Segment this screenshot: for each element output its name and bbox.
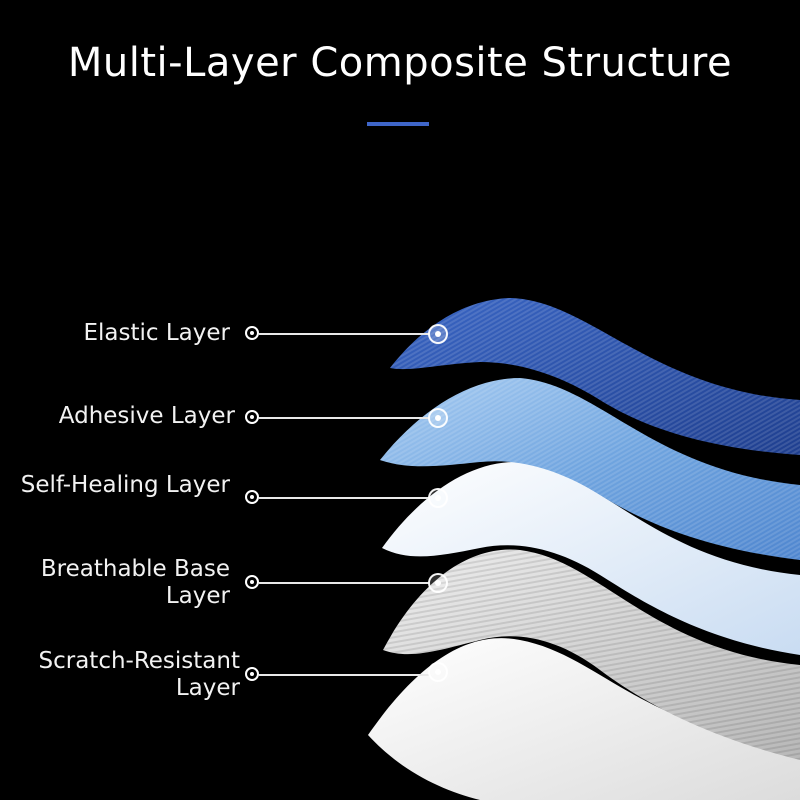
label-bullet-icon xyxy=(245,410,259,424)
page-title: Multi-Layer Composite Structure xyxy=(67,40,733,86)
label-bullet-icon xyxy=(245,490,259,504)
title-underline-accent xyxy=(367,122,429,126)
label-elastic-layer: Elastic Layer xyxy=(83,320,231,346)
leader-line xyxy=(259,582,429,584)
layer-marker-icon xyxy=(428,662,448,682)
leader-line xyxy=(259,417,429,419)
layer-marker-icon xyxy=(428,573,448,593)
label-self-healing-layer: Self-Healing Layer xyxy=(20,472,230,498)
label-bullet-icon xyxy=(245,667,259,681)
label-scratch-resistant-layer: Scratch-Resistant Layer xyxy=(38,648,241,701)
label-adhesive-layer: Adhesive Layer xyxy=(58,403,235,429)
layer-marker-icon xyxy=(428,324,448,344)
leader-line xyxy=(259,674,429,676)
label-breathable-base-layer: Breathable Base Layer xyxy=(40,556,230,609)
label-bullet-icon xyxy=(245,575,259,589)
leader-line xyxy=(259,333,429,335)
layer-scratch-resistant xyxy=(368,638,800,800)
layer-marker-icon xyxy=(428,488,448,508)
label-bullet-icon xyxy=(245,326,259,340)
layer-self-healing xyxy=(382,461,800,655)
layer-marker-icon xyxy=(428,408,448,428)
leader-line xyxy=(259,497,429,499)
